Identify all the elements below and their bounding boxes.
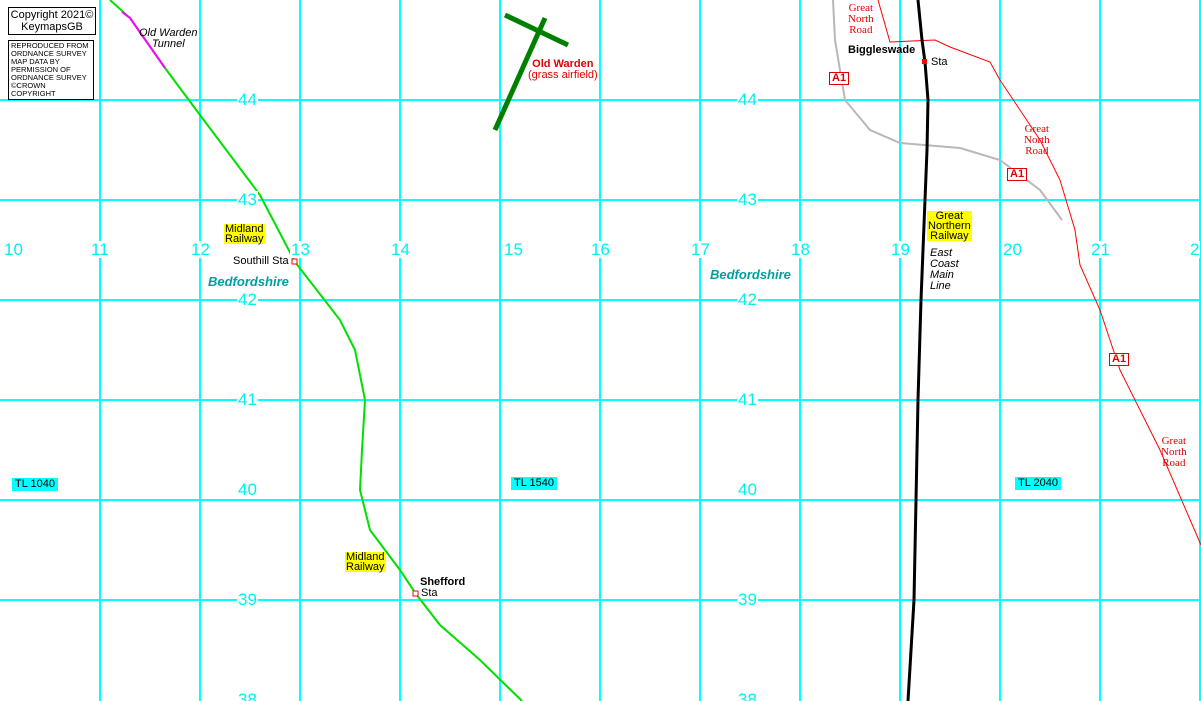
easting-label: 11 <box>90 240 110 259</box>
northing-label: 38 <box>237 691 258 701</box>
easting-label: 20 <box>1002 240 1023 259</box>
southill-station-marker <box>291 258 298 265</box>
northing-label: 40 <box>237 480 258 499</box>
easting-label: 16 <box>590 240 611 259</box>
biggleswade-station-marker <box>922 59 927 64</box>
great-north-road <box>877 0 1201 546</box>
shefford-label: Shefford <box>420 576 466 588</box>
county-label: Bedfordshire <box>208 274 289 289</box>
os-notice-line: ©CROWN COPYRIGHT <box>11 81 56 98</box>
easting-label: 2 <box>1189 240 1201 259</box>
easting-label: 10 <box>3 240 24 259</box>
grid-square-ref: TL 2040 <box>1015 477 1061 490</box>
northing-label: 44 <box>737 90 758 109</box>
northing-label: 40 <box>737 480 758 499</box>
easting-label: 15 <box>503 240 524 259</box>
northing-label: 43 <box>737 190 758 209</box>
easting-label: 19 <box>890 240 911 259</box>
os-notice-line: MAP DATA BY <box>11 57 60 66</box>
northing-label: 42 <box>237 290 258 309</box>
copyright-text: Copyright 2021© <box>10 9 94 21</box>
os-notice-box: REPRODUCED FROM ORDNANCE SURVEY MAP DATA… <box>8 40 94 100</box>
east-coast-main-line <box>906 0 930 701</box>
northing-label: 39 <box>737 590 758 609</box>
easting-label: 13 <box>290 240 311 259</box>
biggleswade-station-label: Sta <box>931 56 948 68</box>
northing-label: 43 <box>237 190 258 209</box>
northing-label: 38 <box>737 691 758 701</box>
os-notice-line: ORDNANCE SURVEY <box>11 73 87 82</box>
midland-railway <box>109 0 523 701</box>
northing-label: 44 <box>237 90 258 109</box>
a1-road-shield: A1 <box>829 72 850 85</box>
old-warden-tunnel <box>121 11 166 69</box>
biggleswade-label: Biggleswade <box>848 44 916 56</box>
grid-square-ref: TL 1540 <box>511 477 557 490</box>
easting-label: 12 <box>190 240 211 259</box>
copyright-brand: KeymapsGB <box>21 21 83 33</box>
airfield-runways <box>492 12 570 132</box>
southill-station-label: Southill Sta <box>233 255 289 267</box>
easting-label: 17 <box>690 240 711 259</box>
os-notice-line: REPRODUCED FROM <box>11 41 89 50</box>
northing-label: 42 <box>737 290 758 309</box>
a1-road-shield: A1 <box>1007 168 1028 181</box>
easting-label: 21 <box>1090 240 1111 259</box>
northing-label: 41 <box>237 390 258 409</box>
easting-label: 14 <box>390 240 411 259</box>
a1-road-shield: A1 <box>1109 353 1130 366</box>
os-notice-line: PERMISSION OF <box>11 65 71 74</box>
copyright-box: Copyright 2021© KeymapsGB <box>8 7 96 35</box>
northing-label: 39 <box>237 590 258 609</box>
county-label: Bedfordshire <box>710 267 791 282</box>
os-notice-line: ORDNANCE SURVEY <box>11 49 87 58</box>
shefford-station-label: Sta <box>421 587 438 599</box>
easting-label: 18 <box>790 240 811 259</box>
grid-square-ref: TL 1040 <box>12 478 58 491</box>
airfield-label: Old Warden (grass airfield) <box>528 58 598 81</box>
shefford-station-marker <box>412 590 419 597</box>
northing-label: 41 <box>737 390 758 409</box>
